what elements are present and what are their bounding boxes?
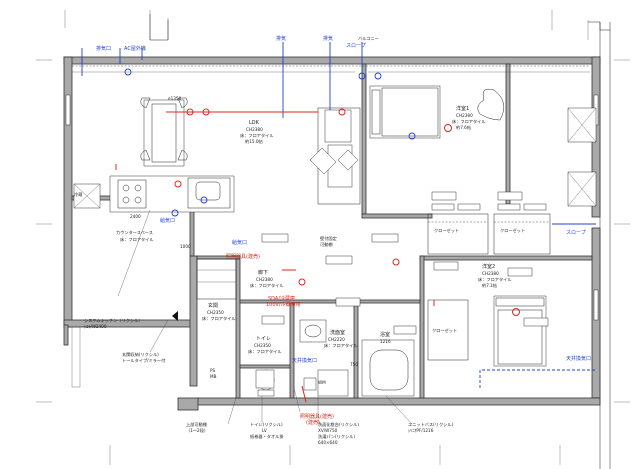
toilet-lv: LV [262,428,267,433]
entry-storage-type: トールタイプ/ミラー付 [122,357,165,364]
dim-1350: e1350 [168,96,182,101]
washroom-name: 洗面室 [330,329,345,336]
entrance-floor: 床：フロアタイル [202,315,236,322]
entry-storage: 玄関収納(リクシル) [122,351,159,358]
entrance-name: 玄関 [208,302,218,309]
upper-movable: 上部可動棚 [186,421,207,428]
toilet-fixture: トイレ(リクシル) [250,422,283,428]
toilet-ch: CH2350 [254,343,271,348]
ldk-area: 約15.0帖 [245,138,263,145]
closet-1: クローゼット [434,227,459,234]
dim-2400: 2400 [130,214,141,219]
entrance-area [71,258,237,388]
light-note: 照明器具(建売) [226,253,260,260]
sofa-set [309,107,361,205]
dim-750: 750 [350,362,358,367]
slope-label-2: スロープ [566,230,586,236]
western1-area: 約7.6帖 [456,124,471,131]
inlet-b: 給気口 [160,217,175,224]
storage-mirror-label: 可動棚 [320,241,333,248]
ldk-floor: 床：フロアタイル [240,132,274,139]
washroom-ch: CH2220 [328,337,345,342]
system-kitchen: システムキッチン（リクシル） [84,318,143,324]
callout-tags [261,191,549,327]
hall-floor: 床：フロアタイル [250,282,284,289]
balcony-label: バルコニー [358,36,379,41]
washroom-floor: 床：フロアタイル [324,342,358,349]
wash-stand: 洗面化粧台(リクシル) [318,421,359,428]
western2-ch: CH2380 [482,271,499,276]
western2-floor: 床：フロアタイル [478,276,512,283]
bed-western1 [369,85,505,139]
western1-floor: 床：フロアタイル [452,118,486,125]
exhaust-port-label: 排気口 [96,45,111,52]
interior-walls [71,63,593,399]
unit-bath: ユニットバス(リクシル) [408,422,454,428]
dim-1000: 1000 [180,244,191,249]
closet-3: クローゼット [432,327,457,334]
outlet-note: 100V/冷蔵庫用 [266,301,301,308]
hall-ch: CH2380 [256,277,273,282]
western1-ch: CH2380 [456,113,473,118]
closets [427,203,551,361]
exhaust-label-2: 排気 [323,35,333,42]
ac-outdoor-label: AC屋外機 [124,45,146,52]
inlet-a: 給気口 [232,239,247,246]
toilet-name: トイレ [256,336,271,342]
red-note-1: 照明器具(建売) [300,413,334,420]
electrical-lines [115,108,520,403]
western2-area: 約7.1帖 [482,282,497,289]
dining-set [140,97,188,167]
upper-movable-sub: （1～2段） [186,427,208,434]
slope-label: スロープ [346,43,366,49]
fridge-label: 冷蔵 [74,191,83,198]
sanitary-fixtures [257,319,417,397]
ps-label: PS [210,368,216,373]
mb-label: MB [210,374,217,379]
ldk-name: LDK [249,120,260,126]
duct-lines [81,42,596,388]
ldk-ch: CH2380 [246,127,263,132]
toilet-floor: 床：フロアタイル [248,348,282,355]
counter-floor: 床：フロアタイル [120,236,154,243]
bed-western2 [493,295,547,367]
ceiling-vent-2: 天井換気口 [566,355,591,362]
unit-bath-type: ｼﾘﾆｵPF/1216 [408,428,434,433]
vent-boxes [255,107,597,391]
entrance-ch: CH2350 [207,310,224,315]
wash-stand-size: XV/W750 [318,428,338,433]
washer-pan-size: 640×640 [318,440,338,445]
red-note-2: (建売) [306,419,320,426]
hall-name: 廊下 [258,269,268,276]
bath-size: 1216 [380,339,391,344]
fixed-fixture-label: 壁付固定 [320,235,337,242]
western2-name: 洋室2 [482,263,495,270]
leader-lines [117,209,413,425]
bath-name: 浴室 [380,331,390,338]
closet-2: クローゼット [500,227,525,234]
outlet-note-2: SDA/冷蔵庫 [268,295,295,302]
system-kitchen-size: ｼｴﾗ/W2400 [84,324,107,329]
counter-space: カウンタースペース [116,229,153,236]
western1-name: 洋室1 [456,105,469,112]
exhaust-label-1: 排気 [276,35,286,42]
ventilation-note: 天井換気口 [292,357,317,364]
wm-label: WM [318,380,326,385]
toilet-acc: 紙巻器・タオル掛 [250,433,284,440]
washer-pan: 洗濯パン(リクシル) [318,433,355,440]
kitchen-counter [73,175,235,213]
